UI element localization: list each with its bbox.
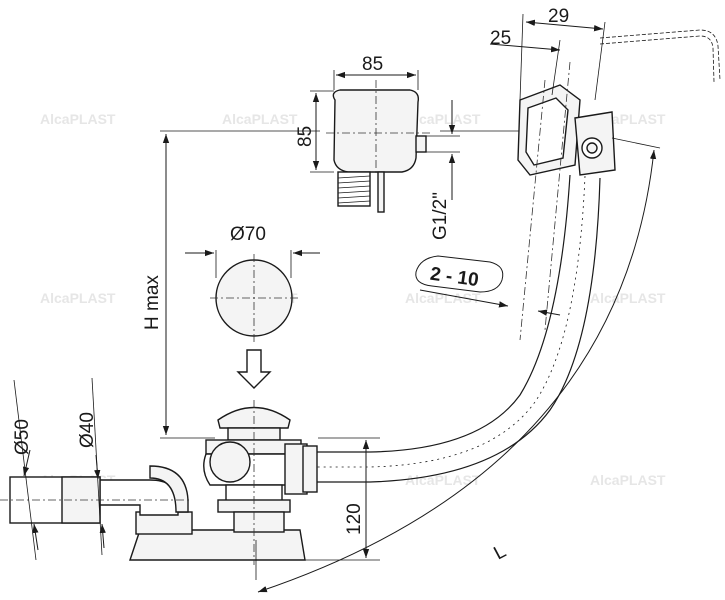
watermark: AlcaPLAST — [222, 111, 298, 127]
dim-label-d70: Ø70 — [230, 224, 266, 245]
dim-label-d40: Ø40 — [77, 412, 98, 448]
watermark: AlcaPLAST — [405, 111, 481, 127]
watermark: AlcaPLAST — [590, 290, 666, 306]
dim-label-29: 29 — [548, 6, 569, 27]
dim-overflow-height: 85 — [295, 90, 334, 173]
overflow-body — [326, 80, 430, 213]
dim-label-120: 120 — [344, 503, 365, 535]
dim-label-length: L — [490, 541, 509, 565]
dim-label-hmax: H max — [142, 275, 163, 330]
dim-hmax: H max — [142, 130, 320, 439]
dim-outlet: Ø50 Ø40 — [12, 377, 106, 561]
control-cable — [599, 29, 721, 83]
dim-label-25: 25 — [490, 28, 511, 49]
watermark: AlcaPLAST — [590, 472, 666, 488]
plug-cap: Ø70 — [185, 224, 320, 389]
watermark: AlcaPLAST — [405, 472, 481, 488]
dim-top: 29 25 — [489, 6, 606, 101]
watermark: AlcaPLAST — [40, 290, 116, 306]
dim-label-85-height: 85 — [295, 126, 316, 147]
dim-label-thread: G1/2" — [430, 192, 451, 240]
waste-trap — [0, 400, 318, 565]
dim-label-d50: Ø50 — [12, 419, 33, 455]
dim-overflow-width: 85 — [333, 54, 419, 90]
dim-label-85-width: 85 — [362, 54, 383, 75]
watermark: AlcaPLAST — [40, 111, 116, 127]
watermark: AlcaPLAST — [405, 290, 481, 306]
dim-wall-thickness: 2 - 10 — [415, 255, 561, 316]
